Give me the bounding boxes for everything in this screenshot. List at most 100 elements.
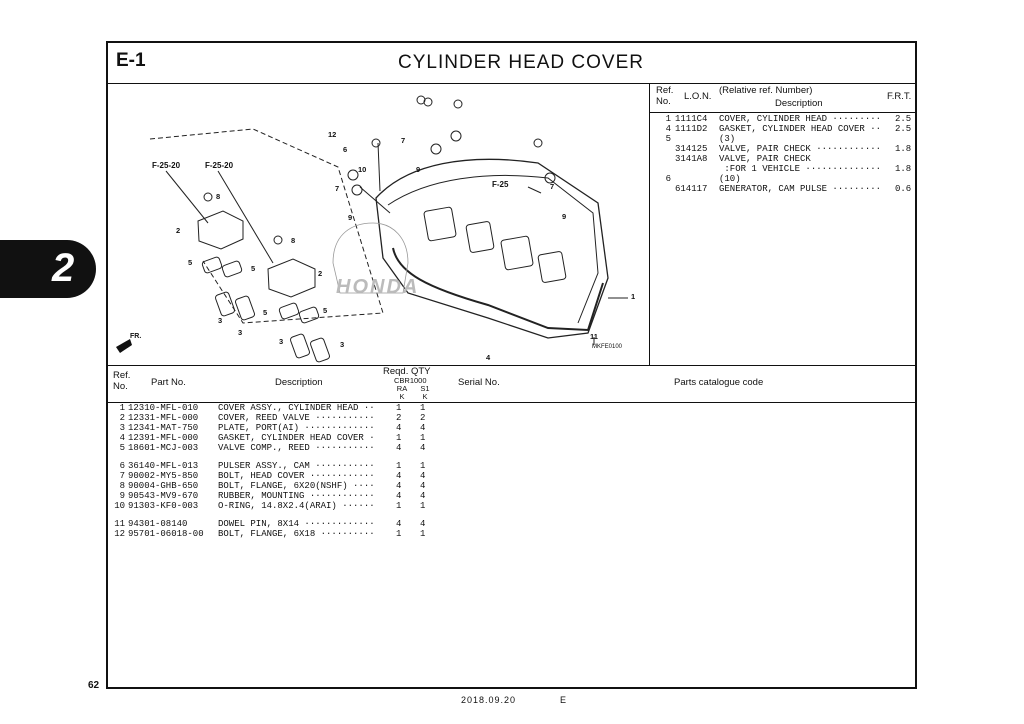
callout: 8 [216,192,221,201]
callout: 7 [550,182,555,191]
callout: 3 [340,340,345,349]
row-qty-1: 4 [396,491,402,501]
row-part-no: 12341-MAT-750 [128,423,199,433]
frt-header-lon: L.O.N. [684,91,712,102]
row-qty-2: 1 [420,433,426,443]
row-qty-2: 4 [420,443,426,453]
row-part-no: 95701-06018-00 [128,529,204,539]
page-number: 62 [88,680,100,691]
frt-desc: (10) [719,174,741,184]
frt-table: Ref. No. L.O.N. (Relative ref. Number) D… [649,83,917,365]
page-header: E-1 CYLINDER HEAD COVER [108,43,915,84]
callout: 5 [188,258,193,267]
row-qty-2: 4 [420,491,426,501]
col-qty-2: S1 K [420,384,430,401]
frt-value: 0.6 [895,184,912,194]
frt-value: 1.8 [895,164,912,174]
frt-ref: 1 [665,114,671,124]
frt-lon: 1111C4 [675,114,708,124]
callout: 12 [328,130,337,139]
row-qty-1: 2 [396,413,402,423]
exploded-diagram: 12 6 10 7 9 7 9 7 9 F-25 F-25-20 F-25-20… [108,83,650,365]
frt-desc: :FOR 1 VEHICLE ·············· [719,164,882,174]
row-part-no: 12331-MFL-000 [128,413,199,423]
col-serial: Serial No. [458,377,500,388]
frt-desc: VALVE, PAIR CHECK ············ [719,144,882,154]
callout: 9 [562,212,567,221]
callout: 4 [486,353,491,362]
section-tab-number: 2 [52,246,75,290]
frt-lon: 314125 [675,144,708,154]
row-qty-2: 4 [420,471,426,481]
col-part-no: Part No. [151,377,186,388]
row-description: BOLT, HEAD COVER ············ [218,471,375,481]
callout: 3 [218,316,223,325]
page-frame: E-1 CYLINDER HEAD COVER [106,41,917,689]
row-part-no: 90004-GHB-650 [128,481,199,491]
row-ref: 6 [119,461,125,471]
callout: 2 [176,226,181,235]
frt-value: 2.5 [895,114,912,124]
row-ref: 11 [114,519,125,529]
row-description: BOLT, FLANGE, 6X18 ·········· [218,529,375,539]
row-ref: 10 [114,501,125,511]
parts-table-header: Ref. No. Part No. Description Reqd. QTY … [108,365,915,403]
frt-ref: 4 [665,124,671,134]
callout: 10 [358,165,367,174]
callout: 3 [238,328,243,337]
row-part-no: 90543-MV9-670 [128,491,199,501]
row-description: PLATE, PORT(AI) ············· [218,423,375,433]
row-qty-2: 1 [420,529,426,539]
row-description: RUBBER, MOUNTING ············ [218,491,375,501]
row-ref: 8 [119,481,125,491]
frt-desc: (3) [719,134,736,144]
row-qty-1: 1 [396,403,402,413]
direction-label: FR. [130,333,142,340]
callout: F-25-20 [205,161,234,170]
callout: 6 [343,145,348,154]
callout: 2 [318,269,323,278]
row-description: GASKET, CYLINDER HEAD COVER · [218,433,375,443]
row-ref: 2 [119,413,125,423]
callout: 9 [348,213,353,222]
row-description: COVER, REED VALVE ··········· [218,413,375,423]
section-tab [0,240,96,298]
honda-watermark: HONDA [336,276,420,298]
col-reqd-qty: Reqd. QTY [383,366,431,377]
frt-header-desc1: (Relative ref. Number) [719,85,813,96]
print-date: 2018.09.20 [461,695,517,705]
diagram-drawing [116,95,628,363]
row-part-no: 94301-08140 [128,519,188,529]
frt-ref: 6 [665,174,671,184]
frt-header-desc2: Description [775,98,823,109]
row-part-no: 91303-KF0-003 [128,501,199,511]
row-qty-2: 1 [420,461,426,471]
row-qty-2: 4 [420,481,426,491]
row-description: PULSER ASSY., CAM ··········· [218,461,375,471]
row-ref: 7 [119,471,125,481]
row-description: VALVE COMP., REED ··········· [218,443,375,453]
row-ref: 9 [119,491,125,501]
row-qty-1: 4 [396,519,402,529]
frt-header-frt: F.R.T. [887,91,912,102]
row-qty-1: 4 [396,423,402,433]
callout: 7 [335,184,340,193]
col-model: CBR1000 [394,376,427,385]
frt-value: 2.5 [895,124,912,134]
row-qty-2: 4 [420,423,426,433]
frt-header-ref: Ref. No. [656,85,674,107]
col-catalogue: Parts catalogue code [674,377,764,388]
frt-lon: 614117 [675,184,708,194]
frt-lon: 1111D2 [675,124,708,134]
row-qty-1: 1 [396,433,402,443]
frt-ref: 5 [665,134,671,144]
page-title: CYLINDER HEAD COVER [398,52,644,73]
callout: 9 [416,165,421,174]
row-ref: 12 [114,529,125,539]
row-qty-1: 1 [396,501,402,511]
row-qty-1: 4 [396,481,402,491]
callout: 5 [323,306,328,315]
row-qty-2: 1 [420,403,426,413]
section-code: E-1 [116,50,146,71]
row-qty-1: 1 [396,461,402,471]
